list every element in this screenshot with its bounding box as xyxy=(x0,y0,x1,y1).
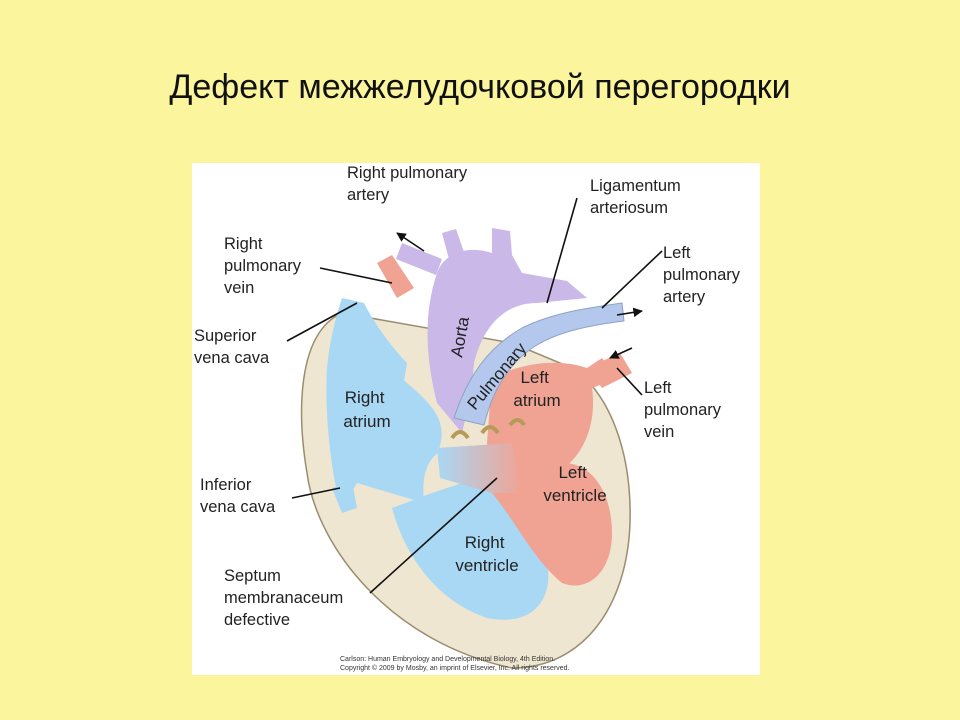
left-pulmonary-artery-label: Left pulmonary artery xyxy=(663,244,745,306)
left-atrium-label: Left atrium xyxy=(513,368,560,410)
valve-cusp xyxy=(450,430,470,440)
right-pulmonary-vein-vessel xyxy=(377,255,414,298)
lead-ligamentum xyxy=(546,197,578,304)
ligamentum-arteriosum-label: Ligamentum arteriosum xyxy=(590,177,685,217)
inferior-vena-cava-label: Inferior vena cava xyxy=(200,476,276,516)
pulmonary-trunk-vessel xyxy=(453,302,625,426)
lead-inferior-vena-cava xyxy=(291,487,341,499)
right-atrium-chamber xyxy=(326,298,442,508)
lead-right-pulmonary-vein xyxy=(319,267,393,284)
aorta-branch xyxy=(442,229,466,263)
septal-defect-zone xyxy=(437,443,522,493)
heart-diagram: Aorta Pulmonary Right atrium Left atrium… xyxy=(192,163,760,675)
left-pulmonary-vein-label: Left pulmonary vein xyxy=(644,379,726,441)
lead-superior-vena-cava xyxy=(286,302,358,342)
arrow-left-pulmonary-artery xyxy=(616,307,643,318)
lead-left-pulmonary-artery xyxy=(601,250,663,309)
slide-title: Дефект межжелудочковой перегородки xyxy=(169,68,791,106)
lead-right-pulmonary-artery xyxy=(396,232,425,252)
aorta-vessel xyxy=(427,228,587,433)
superior-vena-cava-label: Superior vena cava xyxy=(194,327,270,367)
left-ventricle-label: Left ventricle xyxy=(543,463,606,505)
lead-septum xyxy=(369,477,498,594)
right-pulmonary-vein-label: Right pulmonary vein xyxy=(224,235,306,297)
arrow-left-pulmonary-vein xyxy=(609,347,633,359)
left-pulmonary-vein-vessel xyxy=(587,353,632,388)
superior-vena-cava-vessel xyxy=(342,298,407,393)
septum-label: Septum membranaceum defective xyxy=(224,567,348,629)
lead-left-pulmonary-vein xyxy=(616,367,643,396)
valve-cusp xyxy=(480,425,500,435)
right-pulmonary-artery-vessel xyxy=(396,243,442,275)
image-credit: Carlson: Human Embryology and Developmen… xyxy=(340,656,570,672)
right-pulmonary-artery-label: Right pulmonary artery xyxy=(347,164,472,204)
right-atrium-label: Right atrium xyxy=(343,388,390,431)
valve-cusp xyxy=(508,418,526,427)
left-atrium-chamber xyxy=(487,358,617,468)
right-ventricle-label: Right ventricle xyxy=(455,533,518,575)
